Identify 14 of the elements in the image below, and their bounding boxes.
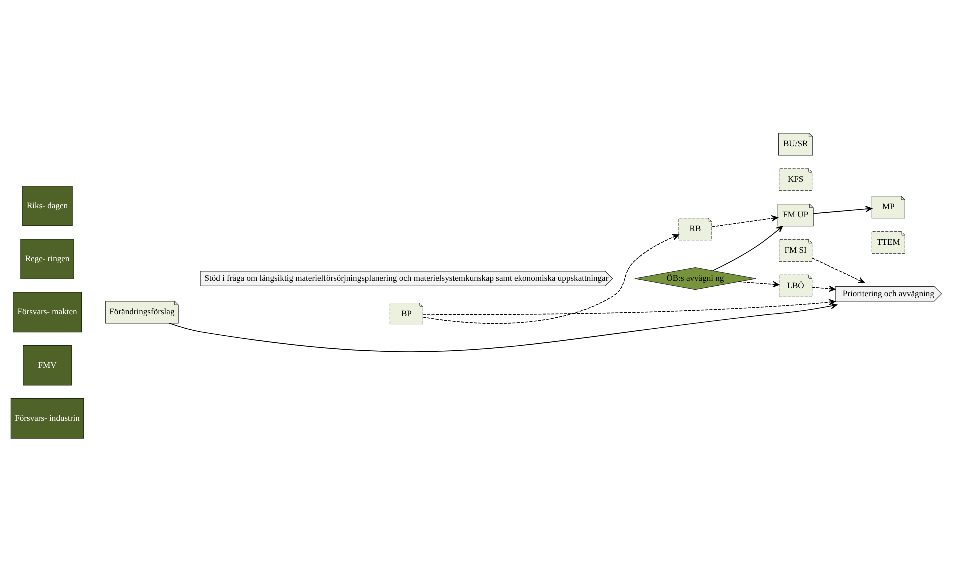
arrow [812,258,866,284]
node-box: Försvars- industrin [10,398,84,439]
arrow [422,234,680,324]
arrow [812,286,836,292]
node-diamond: ÖB:s avvägni ng [634,268,756,290]
arrow [712,226,784,272]
arrow [422,299,836,316]
node-box: FMV [23,345,72,386]
arrow [813,206,873,214]
node-box: Rege- ringen [20,239,74,280]
arrow [712,215,778,228]
node-box: Försvars- makten [13,292,82,333]
arrow [738,281,780,288]
node-box: Riks- dagen [22,186,73,226]
